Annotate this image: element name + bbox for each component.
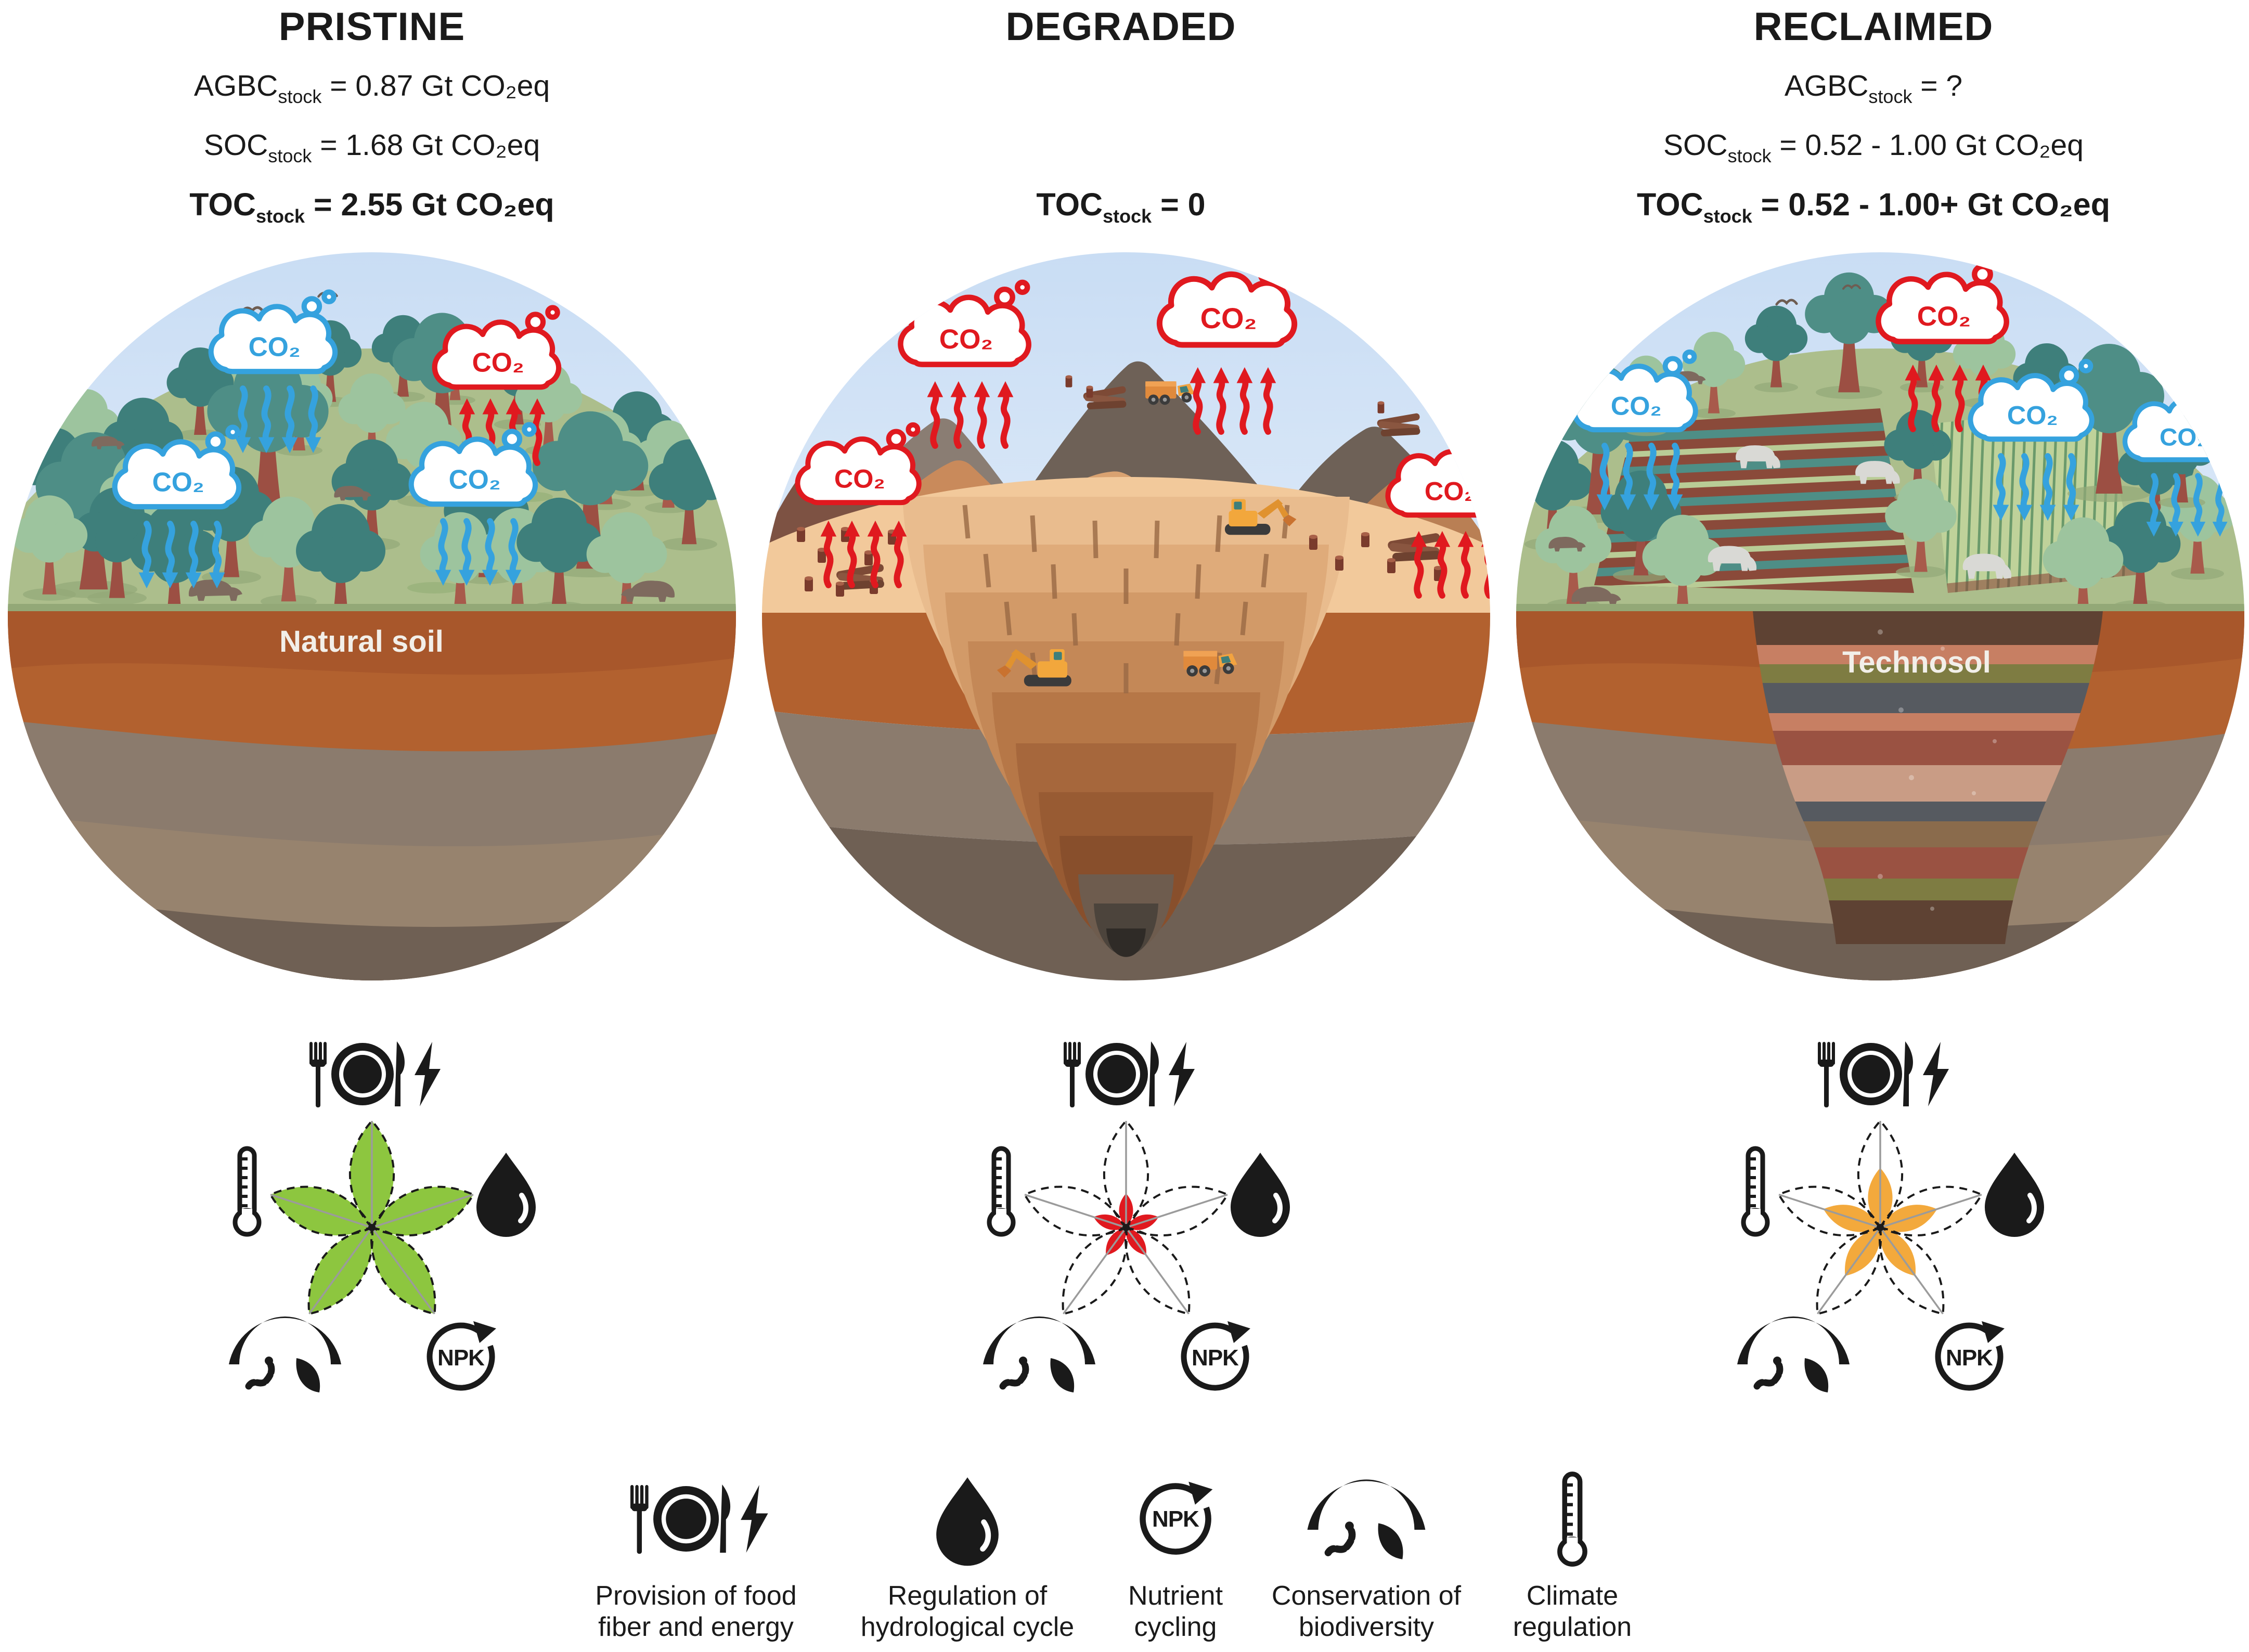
thermometer-icon (989, 1148, 1013, 1234)
svg-text:CO₂: CO₂ (449, 464, 501, 495)
degraded-circle-illustration: CO₂ CO₂ CO₂ CO₂ (762, 252, 1490, 980)
food-icon (309, 1041, 441, 1107)
toc-stock-line: TOCstock = 2.55 Gt CO₂eq (189, 187, 554, 227)
toc-stock-line: TOCstock = 0.52 - 1.00+ Gt CO₂eq (1637, 187, 2110, 227)
food-icon (1818, 1041, 1949, 1107)
svg-text:CO₂: CO₂ (1425, 476, 1476, 506)
legend-biodiversity-icon (1288, 1469, 1444, 1568)
ground-edge (8, 604, 736, 612)
header-pristine: PRISTINE AGBCstock = 0.87 Gt CO₂eq SOCst… (0, 0, 744, 244)
soc-stock-line: SOCstock = 0.52 - 1.00 Gt CO₂eq (1663, 128, 2084, 166)
svg-text:CO₂: CO₂ (1917, 301, 1971, 332)
flower-core (263, 1120, 481, 1327)
npk-label: NPK (437, 1345, 485, 1371)
natural-soil-label: Natural soil (279, 625, 444, 659)
droplet-icon (476, 1153, 536, 1237)
technosol-label: Technosol (1842, 646, 1991, 679)
header-reclaimed: RECLAIMED AGBCstock = ? SOCstock = 0.52 … (1498, 0, 2249, 244)
panel-title: RECLAIMED (1753, 5, 1994, 49)
panel-title: PRISTINE (278, 5, 466, 49)
legend-food-icon (630, 1484, 768, 1554)
co2-cloud-absorb: CO₂ (1574, 352, 1695, 510)
pristine-circle-illustration: Natural soil CO₂ CO₂ CO₂ CO₂ (8, 252, 736, 980)
open-pit-benches (902, 497, 1350, 957)
co2-cloud-absorb: CO₂ (115, 427, 239, 588)
svg-text:CO₂: CO₂ (834, 463, 885, 493)
svg-text:CO₂: CO₂ (249, 332, 301, 362)
reclaimed-circle-illustration: Technosol CO₂ CO₂ CO₂ CO₂ (1516, 252, 2244, 980)
co2-cloud-emit: CO₂ (1878, 260, 2006, 429)
flower-core (1771, 1120, 1989, 1327)
toc-stock-line: TOCstock = 0 (1036, 187, 1206, 227)
legend-thermometer-icon (1494, 1469, 1650, 1568)
co2-cloud-emit: CO₂ (435, 307, 559, 463)
npk-label: NPK (1946, 1345, 1993, 1371)
biodiversity-icon (1737, 1317, 1850, 1392)
agbc-stock-line: AGBCstock = ? (1784, 69, 1963, 107)
co2-cloud-absorb: CO₂ (411, 424, 535, 586)
droplet-icon (1231, 1153, 1290, 1237)
thermometer-icon (235, 1148, 259, 1234)
co2-cloud-emit: CO₂ (900, 282, 1028, 446)
ecosystem-services-flower-degraded (960, 1041, 1292, 1394)
npk-label: NPK (1152, 1506, 1199, 1532)
flower-outlines (263, 1120, 481, 1327)
npk-label: NPK (1192, 1345, 1239, 1371)
svg-text:CO₂: CO₂ (2007, 400, 2058, 430)
co2-cloud-emit: CO₂ (797, 425, 919, 585)
co2-cloud-emit: CO₂ (1159, 259, 1294, 432)
food-icon (1064, 1041, 1195, 1107)
co2-cloud-absorb: CO₂ (211, 292, 335, 453)
svg-text:CO₂: CO₂ (152, 467, 204, 497)
flower-outlines (1017, 1120, 1235, 1327)
svg-text:CO₂: CO₂ (939, 324, 993, 355)
biodiversity-icon (983, 1317, 1095, 1392)
agbc-stock-line: AGBCstock = 0.87 Gt CO₂eq (193, 69, 550, 107)
svg-text:CO₂: CO₂ (1611, 391, 1662, 420)
natural-soil-layers (8, 611, 736, 980)
droplet-icon (1985, 1153, 2044, 1237)
legend-droplet-icon (889, 1469, 1045, 1568)
flower-core (1017, 1120, 1235, 1327)
header-degraded: DEGRADED TOCstock = 0 (744, 0, 1498, 244)
biodiversity-icon (229, 1317, 341, 1392)
svg-text:CO₂: CO₂ (2160, 424, 2208, 451)
flower-outlines (1771, 1120, 1989, 1327)
soc-stock-line: SOCstock = 1.68 Gt CO₂eq (203, 128, 540, 166)
svg-text:CO₂: CO₂ (1200, 302, 1257, 334)
co2-cloud-absorb: CO₂ (1970, 362, 2091, 521)
panel-title: DEGRADED (1005, 5, 1236, 49)
thermometer-icon (1743, 1148, 1767, 1234)
ground-edge (1516, 604, 2244, 612)
ecosystem-services-flower-reclaimed (1714, 1041, 2047, 1394)
svg-text:CO₂: CO₂ (472, 347, 524, 378)
ecosystem-services-flower-pristine (205, 1041, 538, 1394)
